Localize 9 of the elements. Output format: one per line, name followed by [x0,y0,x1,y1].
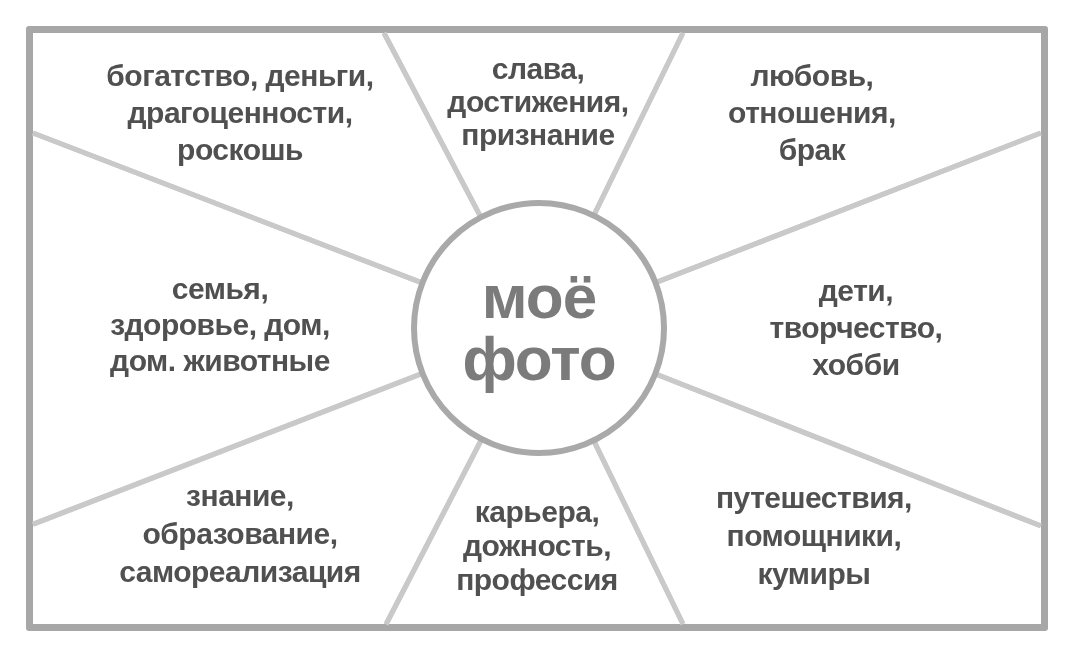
sector-label: любовь, отношения, брак [727,57,897,168]
sector-label: богатство, деньги, драгоценности, роскошь [105,57,375,168]
sector-label: семья, здоровье, дом, дом. животные [109,271,331,379]
sector-label: знание, образование, самореализация [118,478,362,590]
sector-label: слава, достижения, признание [446,51,630,151]
sector-label: дети, творчество, хобби [768,272,944,383]
sector-label: карьера, дожность, профессия [455,495,619,597]
sector-label: путешествия, помощники, кумиры [715,480,913,592]
outer-frame [26,26,1048,631]
